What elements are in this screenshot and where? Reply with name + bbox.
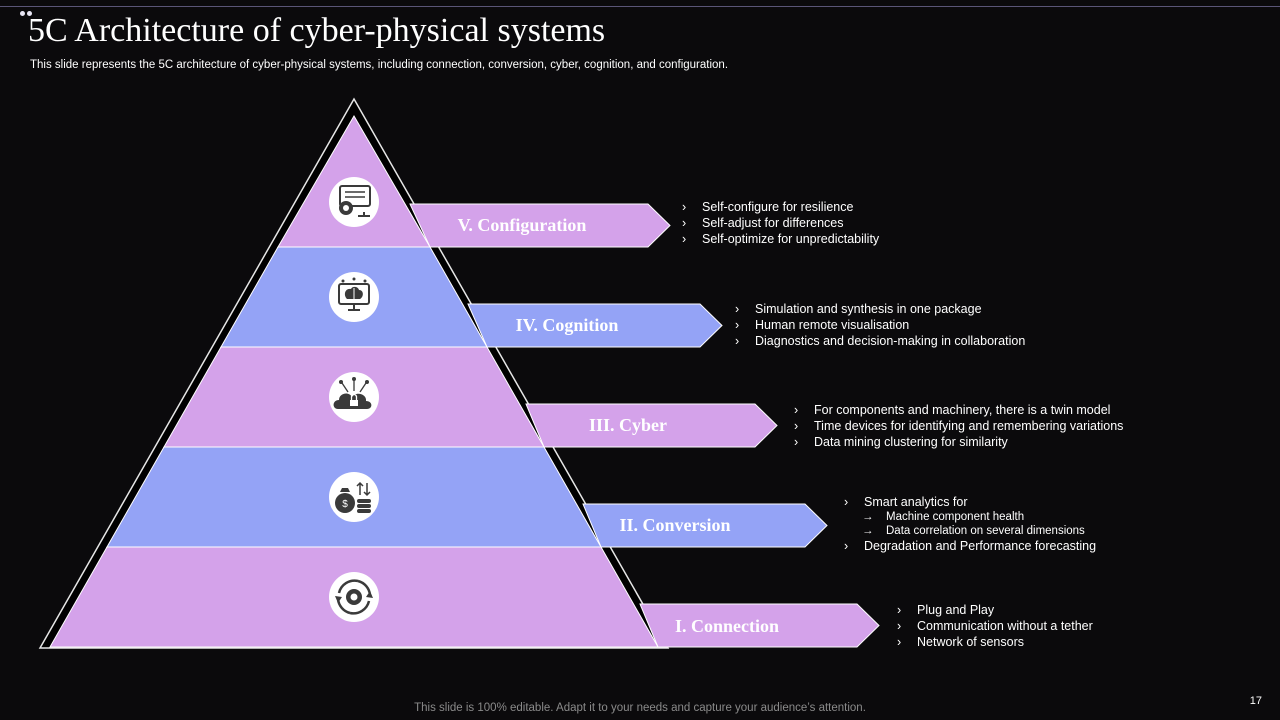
arrow-cyber	[525, 403, 778, 448]
label-cognition: IV. Cognition	[516, 315, 619, 335]
label-configuration: V. Configuration	[458, 215, 587, 235]
arrow-cognition	[467, 303, 723, 348]
brain-monitor-icon	[338, 277, 370, 311]
bullets-connection: Plug and PlayCommunication without a tet…	[897, 602, 1093, 650]
bullet-item: Self-adjust for differences	[682, 215, 879, 231]
page-number: 17	[1249, 695, 1262, 707]
arrow-connection	[639, 603, 880, 648]
svg-text:$: $	[342, 499, 348, 510]
bullet-item: Time devices for identifying and remembe…	[794, 418, 1123, 434]
footer-note: This slide is 100% editable. Adapt it to…	[414, 702, 866, 714]
cloud-lock-icon	[333, 377, 372, 409]
slide-dots	[20, 3, 34, 21]
level-cyber: III. Cyber	[163, 346, 778, 448]
bullets-cognition: Simulation and synthesis in one packageH…	[735, 301, 1025, 349]
label-conversion: II. Conversion	[619, 515, 730, 535]
icon-circle-configuration	[329, 177, 379, 227]
top-divider-line	[0, 6, 1280, 7]
bullet-item: For components and machinery, there is a…	[794, 402, 1123, 418]
level-conversion: II. Conversion $	[106, 446, 828, 548]
bullet-item: Human remote visualisation	[735, 317, 1025, 333]
cycle-arrows-gear-icon	[335, 579, 373, 615]
arrow-conversion	[582, 503, 828, 548]
level-connection: I. Connection	[49, 546, 880, 648]
bullets-cyber: For components and machinery, there is a…	[794, 402, 1123, 450]
sub-bullet-item: Machine component health	[844, 510, 1096, 524]
bullet-item: Simulation and synthesis in one package	[735, 301, 1025, 317]
label-connection: I. Connection	[675, 616, 779, 636]
bullet-item: Network of sensors	[897, 634, 1093, 650]
bullet-item: Smart analytics for	[844, 494, 1096, 510]
slide-subtitle: This slide represents the 5C architectur…	[30, 59, 729, 71]
arrow-configuration	[409, 203, 671, 248]
bullet-item: Communication without a tether	[897, 618, 1093, 634]
sub-bullet-item: Data correlation on several dimensions	[844, 524, 1096, 538]
slide-title: 5C Architecture of cyber-physical system…	[28, 12, 606, 49]
bullet-item: Diagnostics and decision-making in colla…	[735, 333, 1025, 349]
bullet-item: Degradation and Performance forecasting	[844, 538, 1096, 554]
bullets-conversion: Smart analytics forMachine component hea…	[844, 494, 1096, 554]
bullet-item: Data mining clustering for similarity	[794, 434, 1123, 450]
label-cyber: III. Cyber	[589, 415, 667, 435]
bullets-configuration: Self-configure for resilienceSelf-adjust…	[682, 199, 879, 247]
level-configuration: V. Configuration	[277, 115, 671, 248]
money-bag-coins-icon: $	[335, 481, 371, 513]
monitor-gear-icon	[339, 185, 371, 217]
bullet-item: Self-configure for resilience	[682, 199, 879, 215]
level-cognition: IV. Cognition	[220, 246, 723, 348]
bullet-item: Plug and Play	[897, 602, 1093, 618]
bullet-item: Self-optimize for unpredictability	[682, 231, 879, 247]
icon-circle-conversion	[329, 472, 379, 522]
